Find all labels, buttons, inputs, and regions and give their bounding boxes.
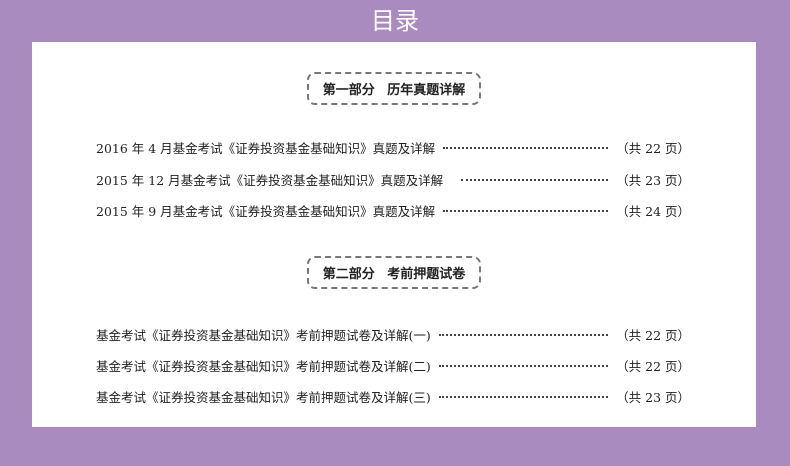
- entry-pages: （共 22 页）: [616, 141, 690, 156]
- entry-title: 2015 年 12 月基金考试《证券投资基金基础知识》真题及详解: [96, 173, 444, 188]
- leader-dots: [443, 210, 609, 212]
- entry-title: 基金考试《证券投资基金基础知识》考前押题试卷及详解(三): [96, 390, 431, 405]
- entry-pages: （共 23 页）: [616, 173, 690, 188]
- leader-dots: [438, 396, 609, 398]
- entry-title: 基金考试《证券投资基金基础知识》考前押题试卷及详解(二): [96, 359, 431, 374]
- section-heading: 第一部分 历年真题详解: [32, 72, 756, 105]
- entry-title: 2016 年 4 月基金考试《证券投资基金基础知识》真题及详解: [96, 141, 436, 156]
- entry-pages: （共 22 页）: [616, 328, 690, 343]
- toc-entry[interactable]: 基金考试《证券投资基金基础知识》考前押题试卷及详解(一) （共 22 页）: [96, 325, 690, 344]
- toc-entry[interactable]: 2015 年 9 月基金考试《证券投资基金基础知识》真题及详解 （共 24 页）: [96, 201, 690, 220]
- toc-entry[interactable]: 基金考试《证券投资基金基础知识》考前押题试卷及详解(二) （共 22 页）: [96, 356, 690, 375]
- toc-entry[interactable]: 基金考试《证券投资基金基础知识》考前押题试卷及详解(三) （共 23 页）: [96, 387, 690, 406]
- leader-dots: [443, 147, 609, 149]
- toc-entry[interactable]: 2015 年 12 月基金考试《证券投资基金基础知识》真题及详解 （共 23 页）: [96, 170, 690, 189]
- section-heading-label: 第二部分 考前押题试卷: [306, 256, 482, 289]
- entry-pages: （共 23 页）: [616, 390, 690, 405]
- leader-dots: [438, 334, 609, 336]
- entry-title: 基金考试《证券投资基金基础知识》考前押题试卷及详解(一): [96, 328, 431, 343]
- page-title: 目录: [371, 7, 419, 35]
- entry-title: 2015 年 9 月基金考试《证券投资基金基础知识》真题及详解: [96, 204, 436, 219]
- section-heading: 第二部分 考前押题试卷: [32, 256, 756, 289]
- toc-panel: 第一部分 历年真题详解 2016 年 4 月基金考试《证券投资基金基础知识》真题…: [32, 42, 756, 427]
- toc-entry[interactable]: 2016 年 4 月基金考试《证券投资基金基础知识》真题及详解 （共 22 页）: [96, 138, 690, 157]
- leader-dots: [438, 365, 609, 367]
- entry-pages: （共 22 页）: [616, 359, 690, 374]
- entry-pages: （共 24 页）: [616, 204, 690, 219]
- leader-dots: [461, 179, 609, 181]
- section-heading-label: 第一部分 历年真题详解: [306, 72, 482, 105]
